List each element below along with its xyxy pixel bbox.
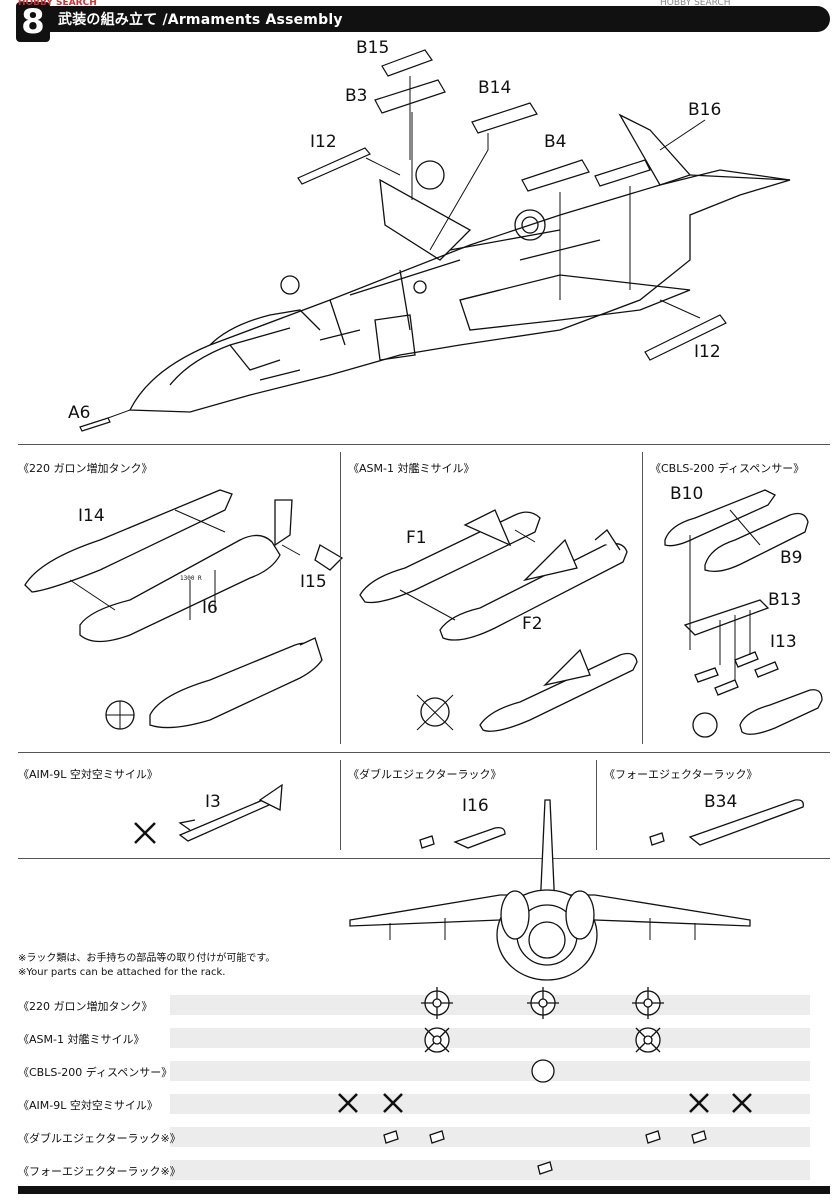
label-i12-right: I12 [694,342,721,362]
watermark-right: HOBBY SEARCH [660,0,731,8]
row-band-3 [170,1094,810,1114]
section-title-asm: 《ASM-1 対艦ミサイル》 [348,462,475,475]
x-cross-icon [383,1093,403,1113]
four-rack-drawing [649,799,804,846]
part-a6-shape [79,417,111,432]
part-i12-right-shape [644,314,727,361]
divider-v2 [642,452,643,744]
circle-icon [531,1059,555,1083]
cbls-drawing [664,489,823,738]
part-i12-top-shape [297,147,371,185]
loadout-symbols [338,987,752,1175]
divider-v4 [596,760,597,850]
rack-icon [537,1161,553,1175]
loadout-row-label-1: 《ASM-1 対艦ミサイル》 [18,1033,145,1046]
section-title-double: 《ダブルエジェクターラック》 [348,768,502,781]
rack-icon [429,1130,445,1144]
aim-drawing [134,783,283,844]
label-b16: B16 [688,100,722,120]
divider-v3 [340,760,341,850]
tank-marking: 1300 R [180,575,202,582]
label-i12-top: I12 [310,132,337,152]
rack-icon [691,1130,707,1144]
label-b3: B3 [345,86,368,106]
label-a6: A6 [68,403,91,423]
watermark-left: HOBBY SEARCH [18,0,97,8]
x-cross-icon [338,1093,358,1113]
part-b16-shape [594,159,651,187]
loadout-row-label-3: 《AIM-9L 空対空ミサイル》 [18,1099,158,1112]
note-en: ※Your parts can be attached for the rack… [18,967,226,978]
label-f2: F2 [522,614,543,634]
note-jp: ※ラック類は、お手持ちの部品等の取り付けが可能です。 [18,953,276,964]
section-title-tank: 《220 ガロン増加タンク》 [18,462,153,475]
section-title-four: 《フォーエジェクターラック》 [604,768,758,781]
page-title: 武装の組み立て /Armaments Assembly [58,12,343,28]
loadout-row-label-5: 《フォーエジェクターラック※》 [18,1165,181,1178]
row-band-5 [170,1160,810,1180]
label-b14: B14 [478,78,512,98]
label-b15: B15 [356,38,390,58]
circle-cross-icon [632,987,664,1019]
divider-3 [18,858,830,859]
row-band-2 [170,1061,810,1081]
rack-icon [383,1130,399,1144]
label-b13: B13 [768,590,802,610]
label-i6: I6 [202,598,218,618]
rack-icon [645,1130,661,1144]
label-b10: B10 [670,484,704,504]
part-b15-shape [381,49,433,77]
tank-drawing: 1300 R [24,489,344,730]
footer-bar [18,1186,830,1194]
asm-drawing [359,509,638,732]
x-cross-icon [732,1093,752,1113]
step-number: 8 [16,2,50,42]
label-b4: B4 [544,132,567,152]
label-b34: B34 [704,792,738,812]
loadout-row-label-2: 《CBLS-200 ディスペンサー》 [18,1066,173,1079]
section-title-aim: 《AIM-9L 空対空ミサイル》 [18,768,158,781]
double-rack-drawing [419,826,506,849]
x-cross-icon [689,1093,709,1113]
label-f1: F1 [406,528,427,548]
circle-cross-icon [527,987,559,1019]
label-i16: I16 [462,796,489,816]
label-i13: I13 [770,632,797,652]
header-bar [18,6,830,32]
circle-cross-icon [424,1027,450,1053]
divider-v1 [340,452,341,744]
part-b4-shape [521,159,590,192]
loadout-row-label-0: 《220 ガロン増加タンク》 [18,1000,153,1013]
circle-cross-icon [635,1027,661,1053]
section-title-cbls: 《CBLS-200 ディスペンサー》 [650,462,805,475]
aircraft-main-drawing [79,49,791,432]
circle-cross-icon [421,987,453,1019]
part-b14-shape [471,102,538,134]
label-i14: I14 [78,506,105,526]
loadout-row-label-4: 《ダブルエジェクターラック※》 [18,1132,181,1145]
label-i3: I3 [205,792,221,812]
divider-1 [18,444,830,445]
label-b9: B9 [780,548,803,568]
label-i15: I15 [300,572,327,592]
aircraft-front-view [349,799,751,981]
divider-2 [18,752,830,753]
